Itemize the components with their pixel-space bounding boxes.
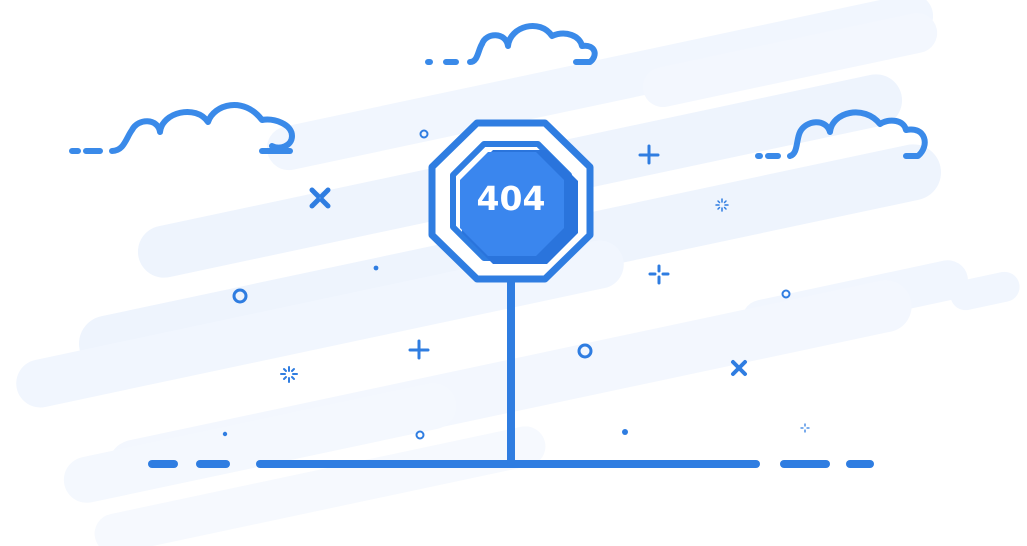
plus-icon bbox=[638, 144, 660, 165]
cloud-icon bbox=[69, 102, 295, 154]
decorations bbox=[232, 129, 810, 440]
sparkle-icon bbox=[800, 423, 810, 433]
plus-icon bbox=[408, 339, 430, 360]
cross-icon bbox=[731, 360, 747, 376]
circle-icon bbox=[415, 430, 425, 440]
sign-label: 404 bbox=[477, 179, 546, 218]
plus-icon bbox=[648, 264, 670, 285]
dot-icon bbox=[222, 431, 228, 437]
dots bbox=[222, 265, 628, 437]
sparkle-icon bbox=[280, 366, 298, 383]
background-bubble bbox=[258, 168, 286, 196]
background-streak bbox=[16, 240, 624, 408]
cross-icon bbox=[309, 187, 331, 209]
dot-icon bbox=[622, 429, 628, 435]
background-streak bbox=[950, 271, 1020, 311]
stop-sign-icon: 404 bbox=[428, 119, 594, 283]
circle-icon bbox=[577, 343, 593, 359]
background-streak bbox=[642, 12, 938, 108]
background-streak bbox=[266, 0, 934, 171]
cloud-icon bbox=[425, 23, 598, 65]
circle-icon bbox=[781, 289, 791, 299]
circle-icon bbox=[419, 129, 429, 139]
circle-icon bbox=[232, 288, 248, 304]
background-streak bbox=[94, 426, 546, 546]
background-streak bbox=[63, 383, 457, 503]
background-bubble bbox=[778, 228, 806, 256]
sparkle-icon bbox=[715, 198, 729, 212]
cloud-icon bbox=[755, 109, 928, 159]
dot-icon bbox=[373, 265, 379, 271]
